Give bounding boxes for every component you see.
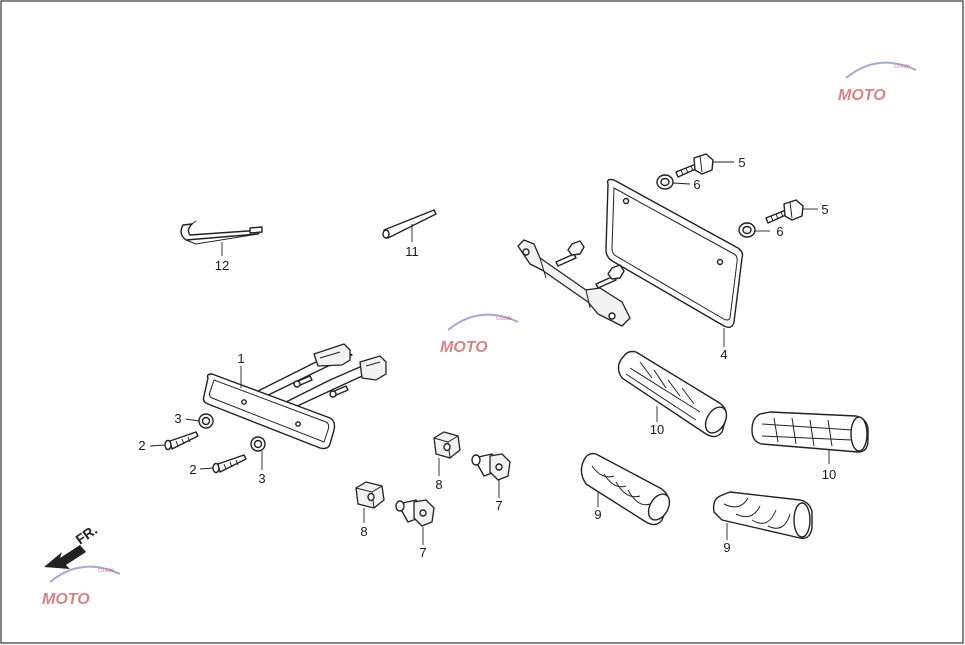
callout-7: 7 [419,545,426,560]
part-8-block-b [355,481,385,509]
part-7-nut-b [395,499,435,527]
callout-9: 9 [723,540,730,555]
callout-11: 11 [405,244,419,259]
part-1-plate-bracket [202,343,387,450]
plate-mount-bracket [517,239,631,327]
part-10-grip-a [617,350,728,438]
part-6-washer-b [738,222,756,238]
part-4-license-plate [605,178,744,329]
part-8-block-a [433,431,461,459]
callout-5: 5 [738,155,745,170]
callout-10: 10 [650,422,664,437]
watermark-text: MOTO [838,87,886,104]
part-9-grip-a [580,452,671,526]
part-12-hook [180,220,263,245]
watermark-subtext: Guide [496,316,513,322]
part-3-washer-b [250,436,266,452]
callout-5: 5 [821,202,828,217]
part-3-washer-a [198,413,214,429]
watermark-text: MOTO [440,339,488,356]
part-5-bolt-a [675,153,714,178]
callout-12: 12 [215,258,229,273]
part-2-screw-b [212,454,247,474]
part-11-pin [382,209,437,239]
callout-7: 7 [495,498,502,513]
callout-6: 6 [776,224,783,239]
part-10-grip-b [751,411,869,453]
callout-1: 1 [237,351,244,366]
part-6-washer-a [656,174,674,190]
watermark-top-right: MOTO Guide [838,61,917,104]
part-9-grip-b [712,491,813,539]
callout-9: 9 [594,507,601,522]
callout-4: 4 [720,347,727,362]
front-direction-arrow: FR. [44,521,100,569]
part-2-screw-a [164,431,199,451]
watermark-subtext: Guide [894,64,911,70]
arrow-left-icon [44,545,86,569]
watermark-center: MOTO Guide [440,313,519,356]
watermark-subtext: Guide [98,568,115,574]
callout-8: 8 [360,524,367,539]
front-label: FR. [73,521,101,547]
callout-2: 2 [189,462,196,477]
callout-6: 6 [693,177,700,192]
callout-3: 3 [258,471,265,486]
part-5-bolt-b [765,199,804,224]
callout-10: 10 [822,467,836,482]
watermark-bottom-left: MOTO Guide [42,565,121,608]
part-7-nut-a [471,453,511,481]
callout-3: 3 [174,411,181,426]
callout-2: 2 [138,438,145,453]
watermark-text: MOTO [42,591,90,608]
callout-8: 8 [435,477,442,492]
